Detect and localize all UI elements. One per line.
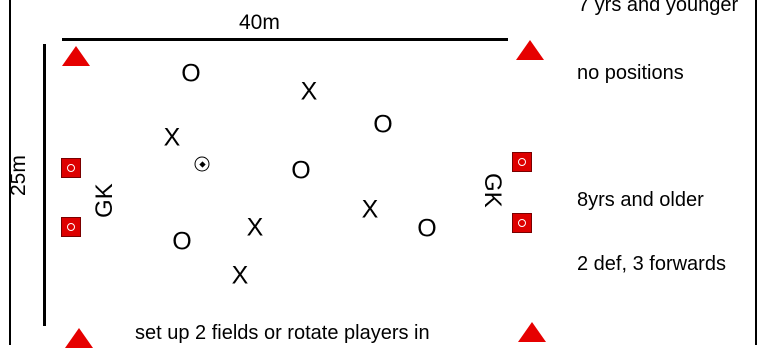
player-x: X [246,213,264,242]
field-height-line [43,44,46,326]
goal-marker-icon [512,213,532,233]
goalkeeper-label-right: GK [479,173,506,208]
footer-note: set up 2 fields or rotate players in [135,322,430,344]
note-rule-older: 2 def, 3 forwards [577,253,726,275]
field-height-label: 25m [7,155,30,196]
frame-left-border [9,0,11,345]
cone-icon [518,322,546,342]
player-x: X [231,261,249,290]
field-width-line [62,38,508,41]
note-age-young: 7 yrs and younger [578,0,739,16]
player-x: X [163,123,181,152]
cone-icon [62,46,90,66]
cone-icon [516,40,544,60]
player-o: O [172,227,192,256]
player-o: O [181,59,201,88]
goal-marker-icon [512,152,532,172]
player-o: O [291,156,311,185]
cone-icon [65,328,93,348]
player-x: X [361,195,379,224]
player-o: O [417,214,437,243]
goalkeeper-label-left: GK [91,183,118,218]
note-rule-young: no positions [577,62,684,84]
note-age-older: 8yrs and older [577,189,704,211]
player-o: O [373,110,393,139]
field-width-label: 40m [239,11,280,34]
goal-marker-icon [61,217,81,237]
goal-marker-icon [61,158,81,178]
frame-right-border [755,0,757,345]
soccer-ball-icon [194,156,210,172]
player-x: X [300,77,318,106]
